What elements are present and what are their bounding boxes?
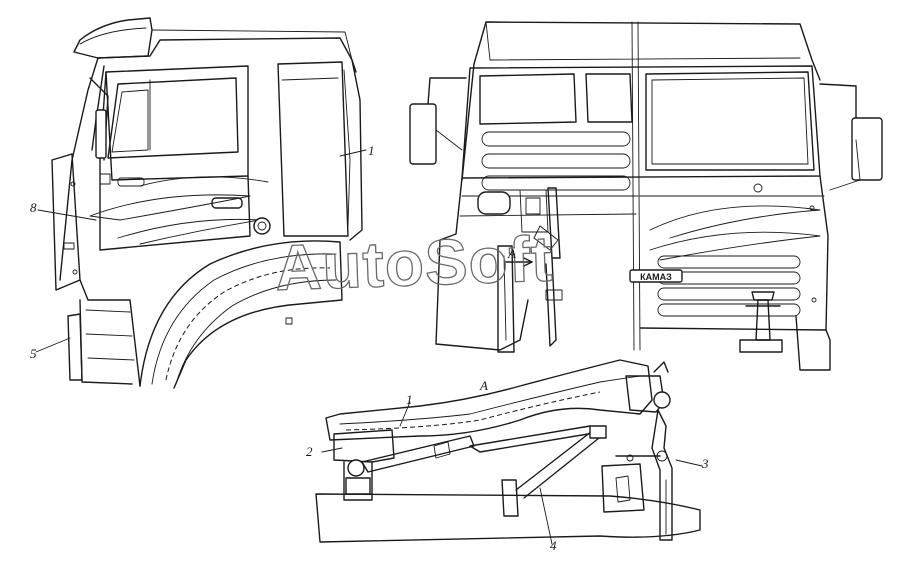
view-a-detail [315,359,703,545]
callout-8: 8 [30,200,37,215]
callout-4: 4 [550,538,557,553]
cab-side-view [35,17,367,389]
view-a-title: A [479,378,488,393]
callout-2: 2 [306,444,313,459]
autosoft-watermark: AutoSoft [274,222,554,304]
view-a-marker: A [507,246,516,261]
callout-3: 3 [701,456,709,471]
callout-1-view: 1 [406,392,413,407]
callout-5: 5 [30,346,37,361]
callout-1-top: 1 [368,143,375,158]
kamaz-badge: КАМАЗ [640,272,672,282]
cab-front-view: КАМАЗ [409,21,883,371]
